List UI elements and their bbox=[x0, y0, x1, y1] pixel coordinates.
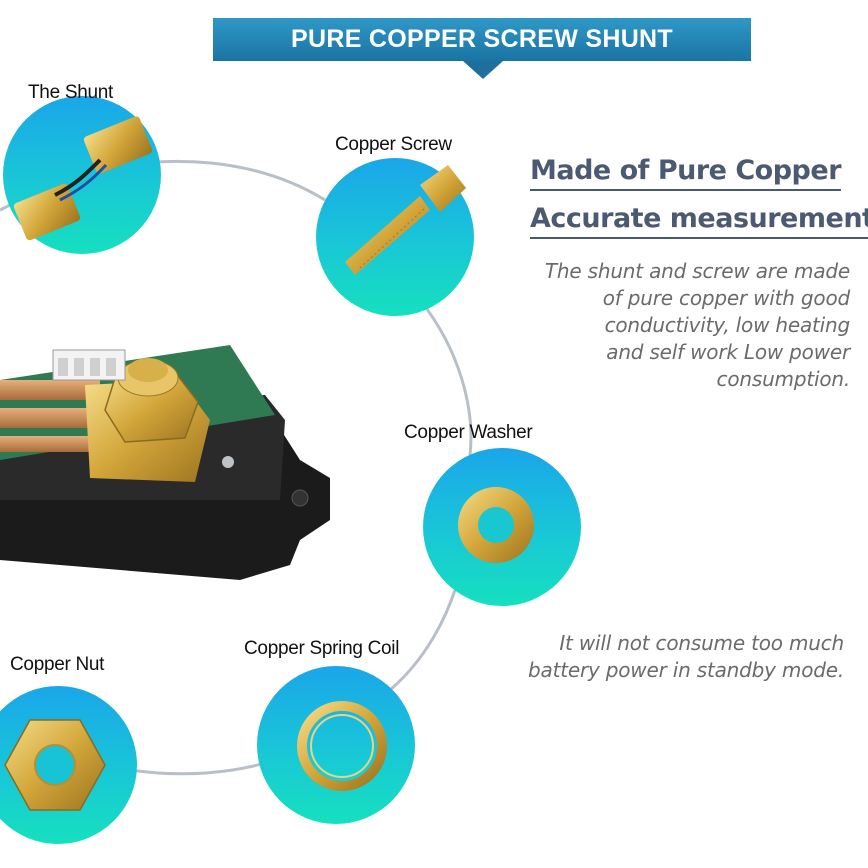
label-nut: Copper Nut bbox=[10, 654, 105, 675]
feature-description: The shunt and screw are made of pure cop… bbox=[544, 259, 850, 391]
shunt-circle-image bbox=[3, 96, 161, 254]
shunt-product-image bbox=[0, 345, 330, 580]
spring-circle-image bbox=[257, 666, 415, 824]
label-shunt: The Shunt bbox=[28, 82, 113, 103]
nut-circle-image bbox=[0, 686, 137, 844]
title-banner: PURE COPPER SCREW SHUNT bbox=[213, 18, 751, 61]
screw-circle-image bbox=[316, 158, 474, 316]
washer-circle-image bbox=[423, 448, 581, 606]
banner-pointer bbox=[463, 61, 503, 79]
feature-heading-accuracy: Accurate measurement bbox=[530, 203, 868, 239]
label-spring: Copper Spring Coil bbox=[244, 638, 400, 659]
connector-line bbox=[0, 203, 11, 212]
feature-heading-copper: Made of Pure Copper bbox=[530, 155, 842, 191]
connector-line bbox=[81, 159, 473, 776]
standby-note: It will not consume too much battery pow… bbox=[528, 631, 844, 682]
banner-title: PURE COPPER SCREW SHUNT bbox=[291, 25, 673, 53]
label-washer: Copper Washer bbox=[404, 422, 533, 443]
label-screw: Copper Screw bbox=[335, 134, 452, 155]
